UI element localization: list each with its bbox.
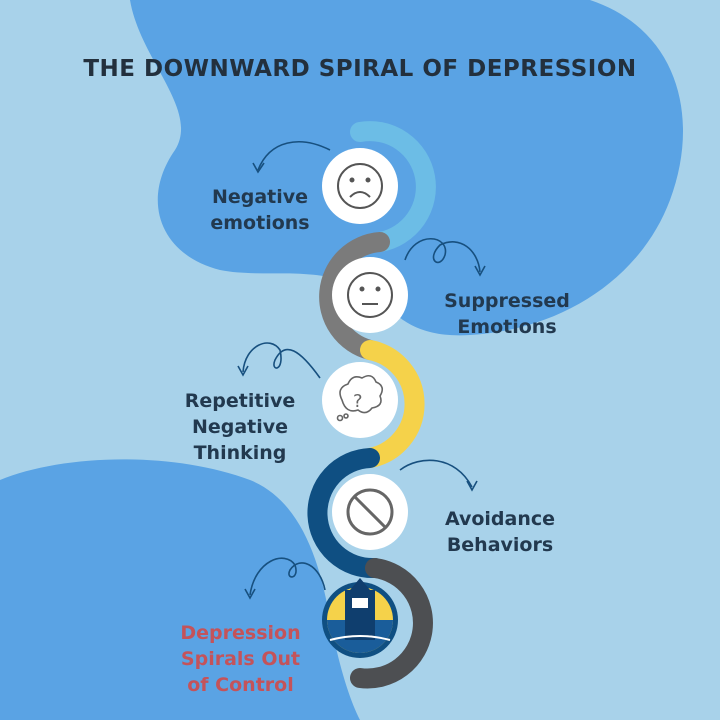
background-blob-top [130,0,684,336]
label-line: Repetitive [184,390,296,412]
svg-text:?: ? [353,391,363,412]
step-label-avoidance-behaviors: Avoidance Behaviors [430,506,570,558]
label-line: Avoidance [444,508,556,530]
label-line: Suppressed [444,290,570,312]
label-line: Depression [180,622,301,644]
step-label-repetitive-negative-thinking: Repetitive Negative Thinking [170,388,310,466]
neutral-face-icon [347,272,393,318]
step-3-icon-circle: ? [322,362,398,438]
step-4-icon-circle [332,474,408,550]
label-line: Thinking [193,442,287,464]
confused-thought-icon: ? [336,374,384,422]
label-line: Spirals Out [180,648,301,670]
label-line: Behaviors [446,534,554,556]
prohibited-icon [346,488,394,536]
label-line: Negative [191,416,289,438]
spiral-arc-1 [350,121,436,252]
step-1-icon-circle [322,148,398,224]
step-2-icon-circle [332,257,408,333]
arrow-3 [242,342,321,379]
label-line: Emotions [457,316,557,338]
arrow-5 [249,557,326,596]
sad-face-icon [337,163,383,209]
page-title: THE DOWNWARD SPIRAL OF DEPRESSION [83,56,637,82]
arrow-2 [404,237,481,273]
label-line: of Control [187,674,294,696]
label-line: Negative [211,186,309,208]
lighthouse-icon [329,578,391,641]
spiral-arc-2 [319,232,390,360]
spiral-arc-3 [360,340,425,468]
label-line: emotions [210,212,310,234]
step-label-negative-emotions: Negative emotions [190,184,330,236]
background-blob-bottom [0,459,360,720]
step-label-depression-spirals: Depression Spirals Out of Control [168,620,313,698]
step-label-suppressed-emotions: Suppressed Emotions [432,288,582,340]
spiral-arc-5 [350,558,433,689]
arrow-1 [257,141,331,171]
step-5-icon-circle [322,578,398,658]
arrow-4 [399,459,473,488]
spiral-arc-4 [307,448,385,579]
